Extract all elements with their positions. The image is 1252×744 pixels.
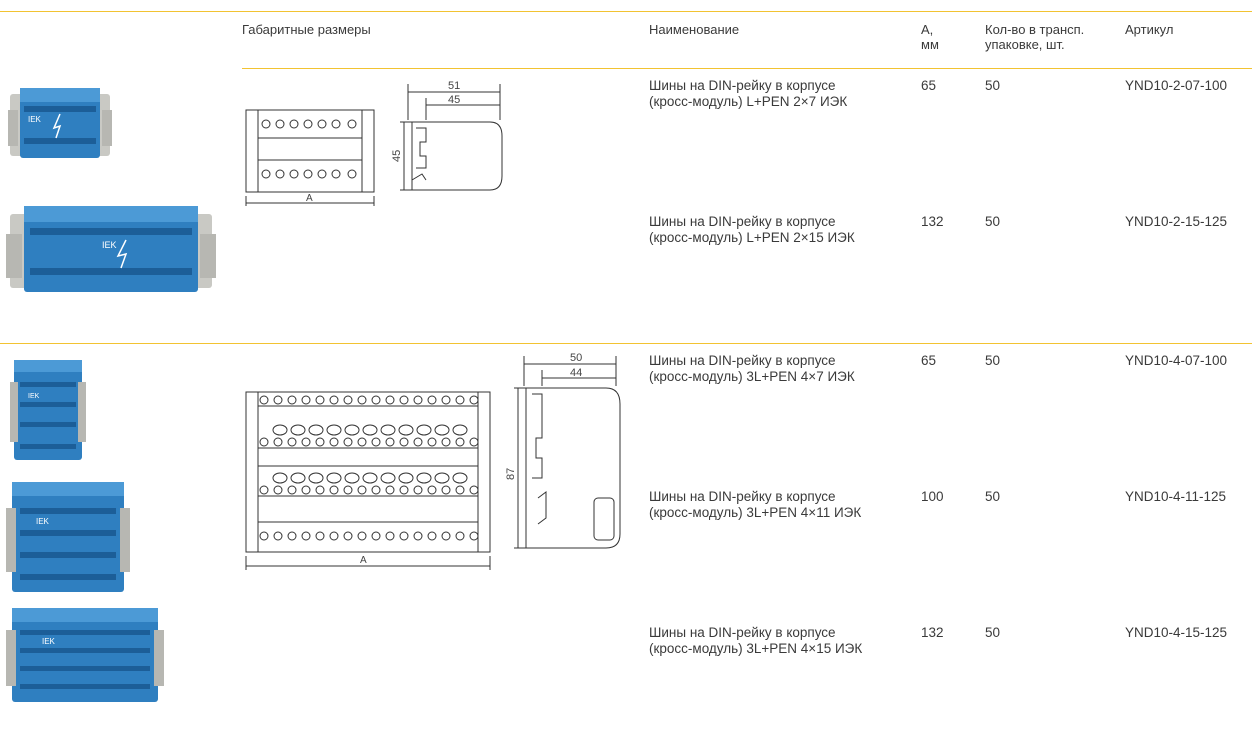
product-a-value: 100 xyxy=(921,489,944,504)
brand-mark: IEK xyxy=(28,115,42,124)
product-qty-value: 50 xyxy=(985,214,1001,229)
product-qty-value: 50 xyxy=(985,78,1001,93)
dimension-drawing-front-2x: A xyxy=(245,109,375,206)
col-header-qty-line2: упаковке, шт. xyxy=(985,37,1065,52)
product-name-line1: Шины на DIN-рейку в корпусе xyxy=(649,78,836,93)
product-name: Шины на DIN-рейку в корпусе (кросс-модул… xyxy=(649,625,909,657)
product-qty-value: 50 xyxy=(985,489,1001,504)
brand-mark: IEK xyxy=(28,393,40,400)
product-a-value: 65 xyxy=(921,353,937,368)
product-name: Шины на DIN-рейку в корпусе (кросс-модул… xyxy=(649,489,909,521)
product-photo-2x7: IEK xyxy=(8,88,112,158)
product-name-line1: Шины на DIN-рейку в корпусе xyxy=(649,489,836,504)
side-inner-width-label: 44 xyxy=(570,367,582,379)
group-separator xyxy=(0,343,1252,344)
side-outer-width-label: 51 xyxy=(448,80,460,92)
brand-mark: IEK xyxy=(102,240,117,250)
col-header-article: Артикул xyxy=(1125,22,1174,37)
side-height-label: 45 xyxy=(391,150,403,162)
product-name-line2: (кросс-модуль) 3L+PEN 4×15 ИЭК xyxy=(649,641,863,656)
side-outer-width-label: 50 xyxy=(570,352,582,364)
product-qty-value: 50 xyxy=(985,625,1001,640)
product-name-line1: Шины на DIN-рейку в корпусе xyxy=(649,214,836,229)
col-header-a-line1: A, xyxy=(921,22,934,37)
brand-mark: IEK xyxy=(36,517,50,526)
product-name-line2: (кросс-модуль) 3L+PEN 4×11 ИЭК xyxy=(649,505,862,520)
product-name-line1: Шины на DIN-рейку в корпусе xyxy=(649,625,836,640)
side-inner-width-label: 45 xyxy=(448,94,460,106)
col-header-a: A, мм xyxy=(921,22,939,52)
product-article: YND10-4-15-125 xyxy=(1125,625,1228,640)
product-qty-value: 50 xyxy=(985,353,1001,368)
col-header-a-line2: мм xyxy=(921,37,939,52)
side-height-label: 87 xyxy=(505,468,517,480)
col-header-qty-line1: Кол-во в трансп. xyxy=(985,22,1085,37)
product-a-value: 132 xyxy=(921,214,944,229)
col-header-qty: Кол-во в трансп. упаковке, шт. xyxy=(985,22,1084,52)
col-header-name: Наименование xyxy=(649,22,740,37)
product-article: YND10-4-11-125 xyxy=(1125,489,1227,504)
product-name: Шины на DIN-рейку в корпусе (кросс-модул… xyxy=(649,78,909,110)
product-name-line1: Шины на DIN-рейку в корпусе xyxy=(649,353,836,368)
product-article: YND10-2-07-100 xyxy=(1125,78,1228,93)
dimension-drawing-front-4x: A xyxy=(245,391,491,570)
product-article: YND10-2-15-125 xyxy=(1125,214,1228,229)
top-separator xyxy=(0,11,1252,12)
brand-mark: IEK xyxy=(42,637,56,646)
col-header-dimensions: Габаритные размеры xyxy=(242,22,371,37)
front-width-label: A xyxy=(306,193,313,204)
product-photo-4x7: IEK xyxy=(10,360,86,460)
product-name-line2: (кросс-модуль) 3L+PEN 4×7 ИЭК xyxy=(649,369,855,384)
product-a-value: 65 xyxy=(921,78,937,93)
product-photo-4x11: IEK xyxy=(6,482,130,592)
header-separator xyxy=(242,68,1252,69)
product-photo-4x15: IEK xyxy=(6,608,164,702)
dimension-drawing-side-4x: 50 44 87 xyxy=(505,352,621,549)
product-photo-2x15: IEK xyxy=(6,206,216,292)
product-article: YND10-4-07-100 xyxy=(1125,353,1228,368)
product-name: Шины на DIN-рейку в корпусе (кросс-модул… xyxy=(649,214,909,246)
dimension-drawing-side-2x: 51 45 45 xyxy=(391,80,503,191)
front-width-label: A xyxy=(360,555,367,566)
product-name-line2: (кросс-модуль) L+PEN 2×15 ИЭК xyxy=(649,230,855,245)
product-name: Шины на DIN-рейку в корпусе (кросс-модул… xyxy=(649,353,909,385)
product-a-value: 132 xyxy=(921,625,944,640)
product-name-line2: (кросс-модуль) L+PEN 2×7 ИЭК xyxy=(649,94,848,109)
